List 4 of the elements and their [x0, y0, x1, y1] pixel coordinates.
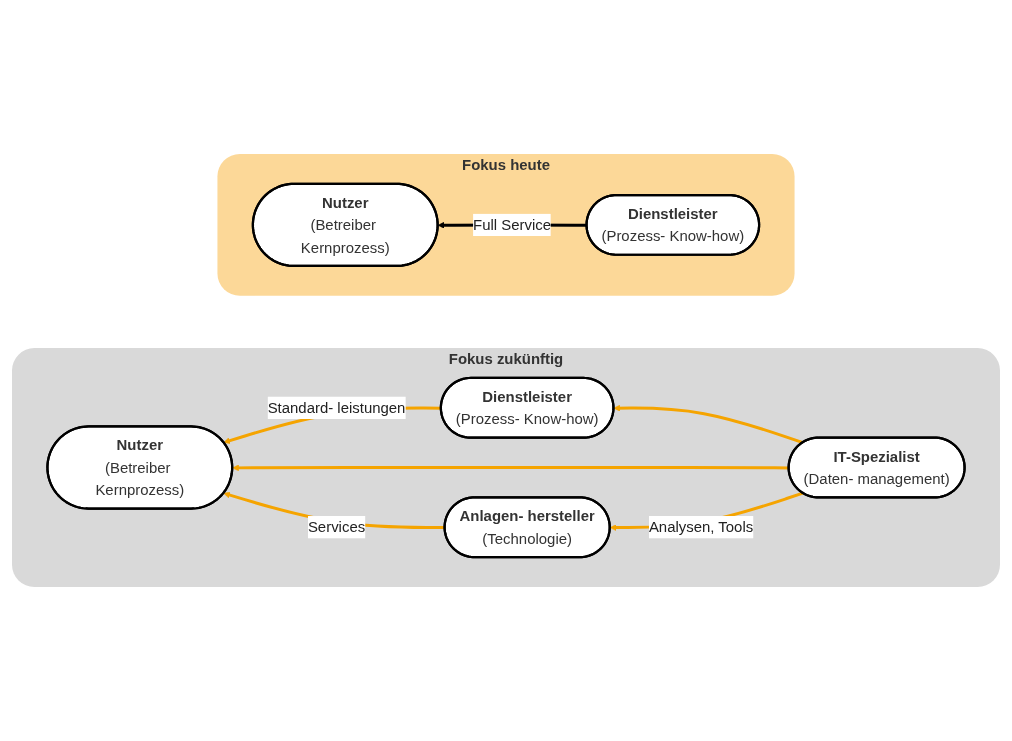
- edge-label: Analysen, Tools: [648, 519, 754, 536]
- edge-label: Full Service: [473, 216, 552, 234]
- edge-label: Services: [307, 519, 366, 536]
- edge-label: Standard- leistungen: [267, 399, 406, 417]
